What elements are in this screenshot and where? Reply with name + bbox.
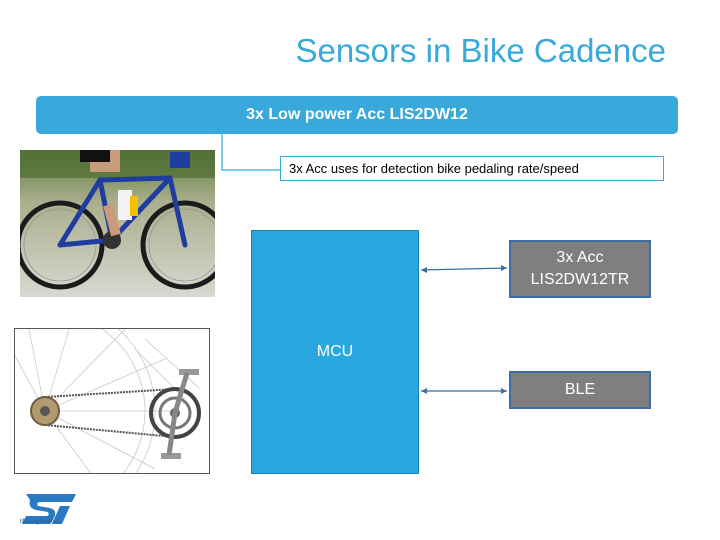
- mcu-block: MCU: [251, 230, 419, 474]
- slide-title: Sensors in Bike Cadence: [295, 32, 666, 69]
- accelerometer-label-line1: 3x Acc: [556, 249, 604, 266]
- ble-label: BLE: [564, 381, 596, 398]
- sensor-banner-label: 3x Low power Acc LIS2DW12: [246, 106, 468, 123]
- logo-tagline: life.augmented: [20, 519, 60, 525]
- mcu-label: MCU: [316, 343, 354, 360]
- accelerometer-block: 3x Acc LIS2DW12TR: [509, 240, 651, 298]
- cyclist-photo: [20, 150, 215, 297]
- st-logo-icon: [22, 494, 76, 524]
- bike-drivetrain-photo: [14, 328, 210, 474]
- sensor-banner: 3x Low power Acc LIS2DW12: [36, 96, 678, 134]
- note-text: 3x Acc uses for detection bike pedaling …: [289, 161, 579, 176]
- ble-block: BLE: [509, 371, 651, 409]
- accelerometer-label-line2: LIS2DW12TR: [530, 271, 630, 288]
- note-box: 3x Acc uses for detection bike pedaling …: [280, 156, 664, 181]
